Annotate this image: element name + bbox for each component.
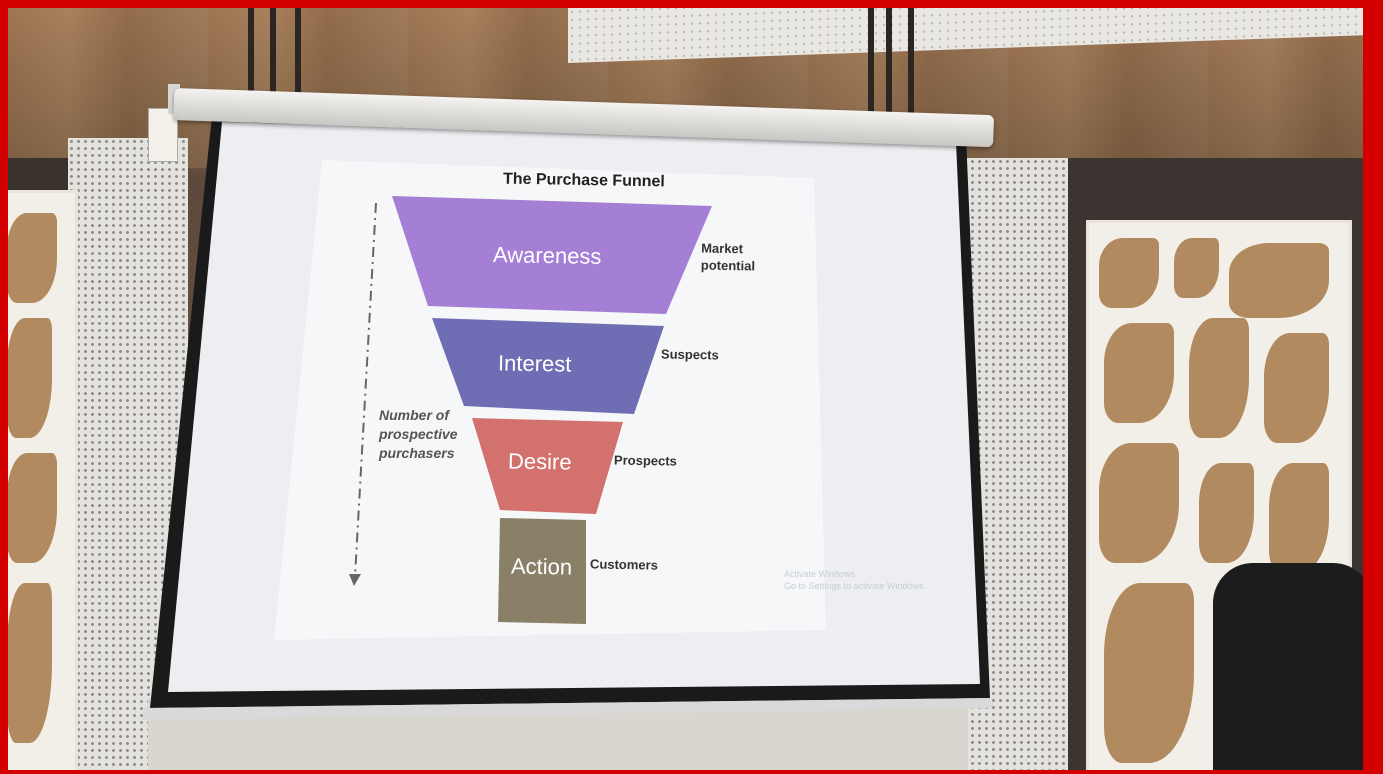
side-label-prospects: Prospects [613, 452, 678, 469]
wall-stripe [248, 8, 254, 128]
funnel-segment-awareness [392, 196, 712, 314]
axis-label: Number of prospective purchasers [379, 407, 458, 461]
projector-screen [142, 84, 992, 720]
acoustic-panel-left [68, 138, 188, 770]
decorative-panel-left [8, 190, 78, 770]
wall-stripe [270, 8, 276, 128]
activate-windows-watermark: Activate Windows Go to Settings to activ… [784, 569, 927, 591]
side-label-suspects: Suspects [660, 346, 719, 363]
wall-stripe [886, 8, 892, 128]
funnel-segment-action [498, 518, 586, 624]
wall-stripe [868, 8, 874, 128]
slide-title: The Purchase Funnel [502, 170, 665, 191]
wall-stripe [908, 8, 914, 128]
funnel-segment-desire [472, 418, 623, 514]
stage-label-interest: Interest [497, 350, 572, 377]
side-label-market-potential: Market potential [700, 240, 756, 274]
stage-label-action: Action [510, 553, 573, 580]
wall-stripe [295, 8, 301, 128]
projector-switch-box [148, 108, 178, 162]
photo: The Purchase Funnel Awareness Interest D… [8, 8, 1363, 770]
funnel-segment-interest [432, 318, 664, 414]
stage-label-desire: Desire [507, 448, 572, 475]
office-chair [1213, 563, 1363, 770]
side-label-customers: Customers [589, 556, 659, 573]
stage-label-awareness: Awareness [492, 242, 602, 269]
